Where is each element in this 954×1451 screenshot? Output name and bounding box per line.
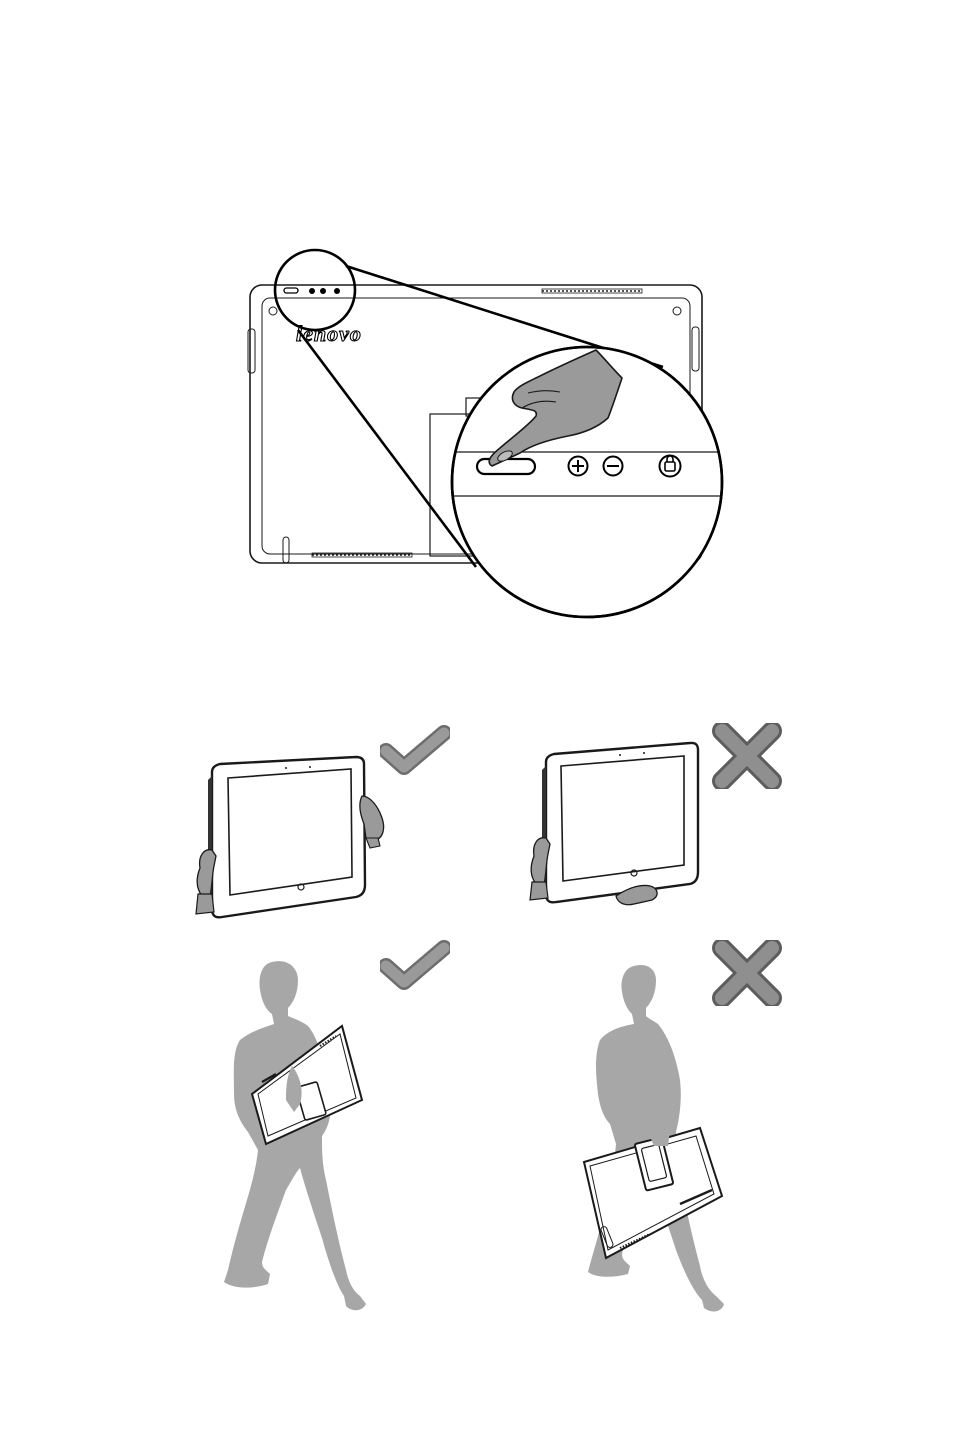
panel-hold-side-and-bottom bbox=[530, 731, 772, 905]
carried-device bbox=[584, 1128, 722, 1258]
panel-carry-by-stand bbox=[584, 948, 772, 1311]
volume-down-icon bbox=[604, 457, 623, 476]
panel-carry-under-arm bbox=[224, 948, 444, 1310]
volume-up-icon bbox=[569, 457, 588, 476]
checkmark-icon bbox=[386, 733, 444, 767]
cross-icon bbox=[722, 948, 772, 998]
hand-gripping-stand bbox=[650, 1122, 670, 1146]
person-silhouette-left bbox=[224, 961, 366, 1310]
checkmark-icon bbox=[386, 948, 444, 982]
device-front-view bbox=[208, 757, 365, 917]
rotation-lock-icon bbox=[660, 456, 681, 477]
cross-icon bbox=[722, 731, 772, 781]
panel-hold-sides bbox=[196, 733, 444, 917]
power-button-icon bbox=[477, 459, 535, 474]
device-front-view bbox=[542, 743, 698, 902]
